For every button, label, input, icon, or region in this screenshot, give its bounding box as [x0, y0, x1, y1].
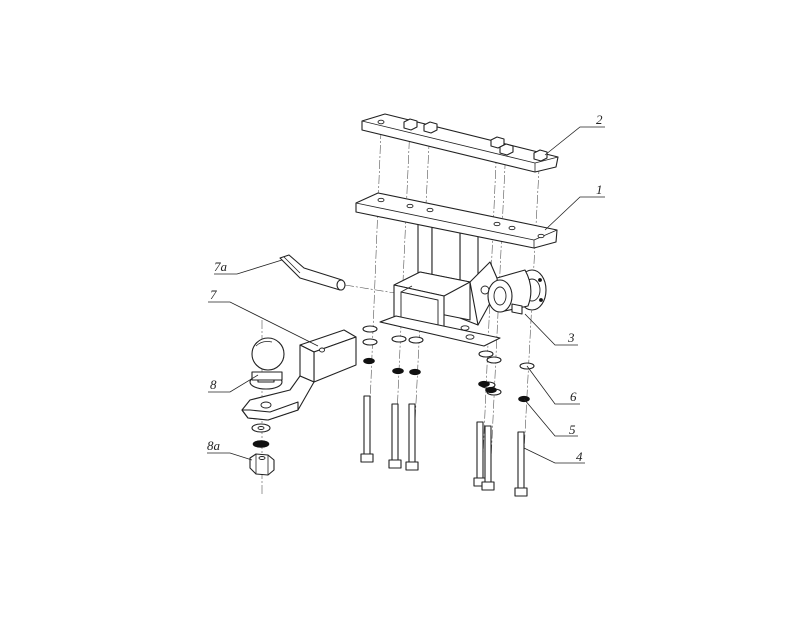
plate-nuts: [377, 118, 548, 162]
leader-lines: [207, 126, 605, 464]
receiver-frame: [355, 192, 558, 347]
label-ball: 8: [210, 377, 217, 392]
top-clamp-plate: [361, 113, 559, 173]
hitch-pin: [279, 254, 346, 291]
label-nut: 8a: [207, 438, 221, 453]
label-plate: 2: [596, 112, 603, 127]
locking-pin-assembly: [487, 269, 547, 315]
label-hitch-pin: 7a: [214, 259, 228, 274]
ball-mount: [241, 329, 357, 421]
label-lock-washer: 5: [569, 422, 576, 437]
label-ball-mount: 7: [210, 287, 217, 302]
label-frame: 1: [596, 182, 603, 197]
bolts: [360, 395, 528, 497]
label-bolt: 4: [576, 449, 583, 464]
ball-nut-stack: [249, 423, 275, 476]
label-pin: 3: [567, 330, 575, 345]
part-labels: 2 1 3 6 5 4 7a 7 8 8a: [207, 112, 603, 464]
label-flat-washer: 6: [570, 389, 577, 404]
lock-washers: [363, 357, 530, 403]
tow-ball: [249, 337, 285, 390]
